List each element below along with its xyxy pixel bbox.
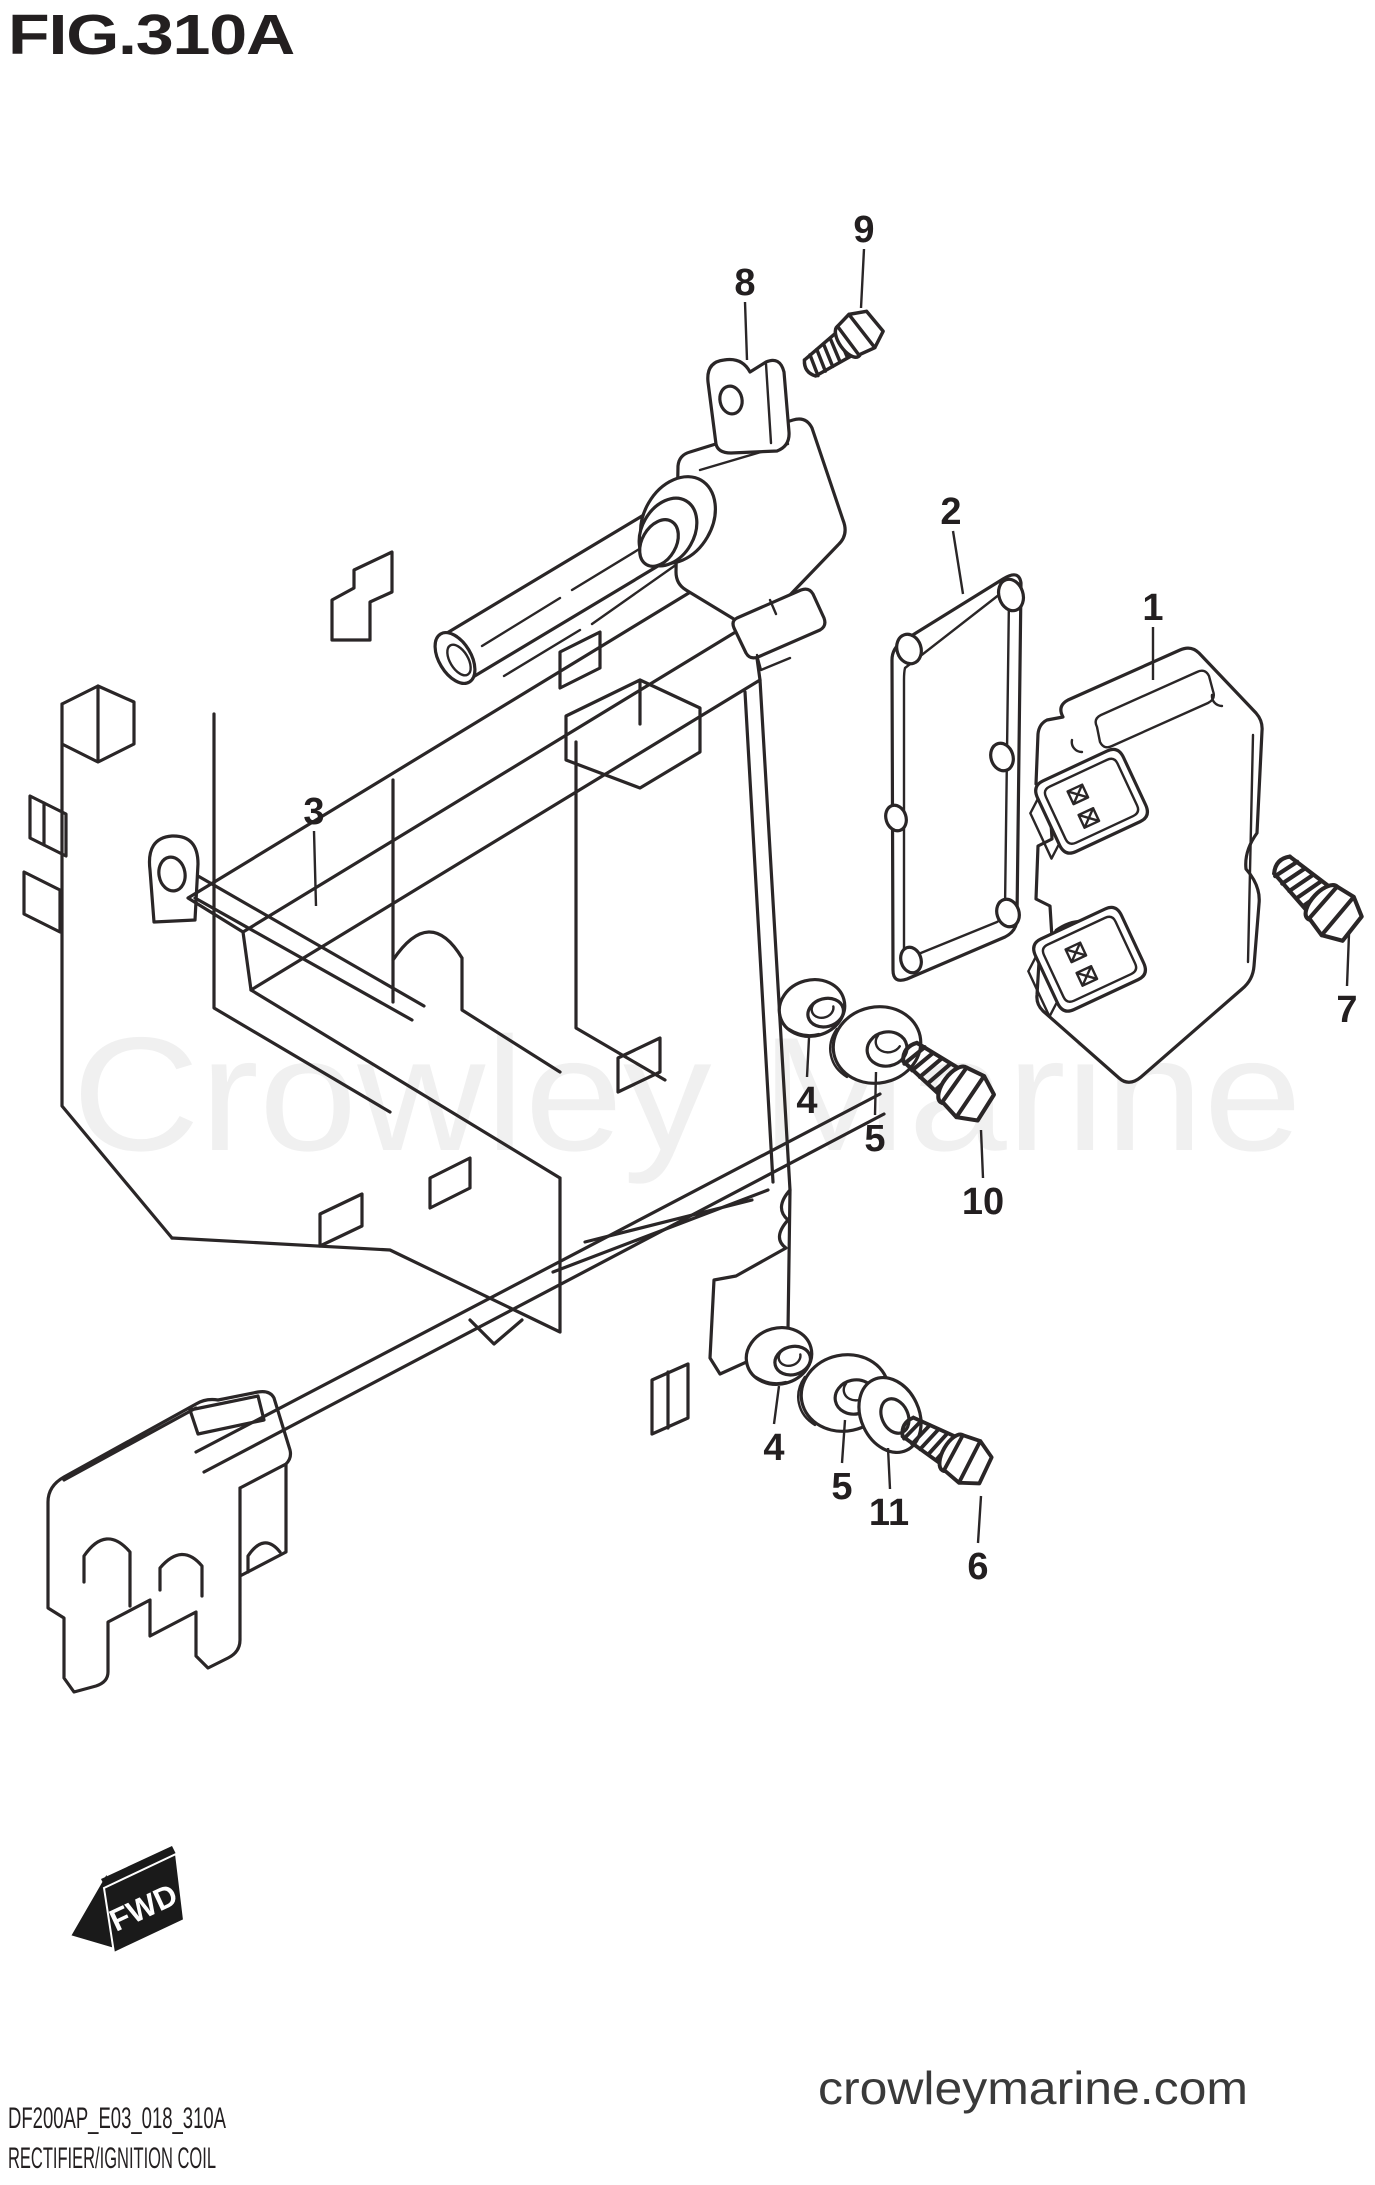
callout-leader-lines	[312, 248, 1351, 1544]
website-text: crowleymarine.com	[818, 2062, 1248, 2114]
flange-bolt-part-7	[1262, 843, 1370, 948]
gasket-part-2	[884, 573, 1026, 982]
ignition-coil-part-8	[433, 357, 847, 685]
callout-8: 8	[734, 262, 755, 304]
fwd-arrow-slab	[102, 1852, 186, 1955]
callout-1: 1	[1142, 587, 1163, 629]
callout-6: 6	[967, 1546, 988, 1588]
callout-9: 9	[853, 209, 874, 251]
callout-2: 2	[940, 491, 961, 533]
drawing-code: DF200AP_E03_018_310A	[8, 2102, 226, 2135]
diagram-title: RECTIFIER/IGNITION COIL	[8, 2142, 216, 2175]
flange-bolt-part-9	[792, 302, 890, 389]
callout-11: 11	[869, 1492, 909, 1534]
rectifier-part-1	[1016, 646, 1264, 1084]
callout-4-upper: 4	[796, 1080, 817, 1122]
fwd-direction-badge: FWD	[68, 1846, 186, 1955]
callout-5-lower: 5	[831, 1466, 852, 1508]
washer-part-11	[857, 1375, 923, 1455]
callout-3: 3	[303, 791, 324, 833]
callout-4-lower: 4	[763, 1427, 784, 1469]
callout-5-upper: 5	[864, 1118, 885, 1160]
bracket-part-3	[22, 550, 886, 1694]
callout-7: 7	[1336, 989, 1357, 1031]
fwd-arrow-top-face	[101, 1846, 177, 1889]
figure-title: FIG.310A	[8, 3, 294, 67]
callout-10: 10	[962, 1181, 1004, 1223]
